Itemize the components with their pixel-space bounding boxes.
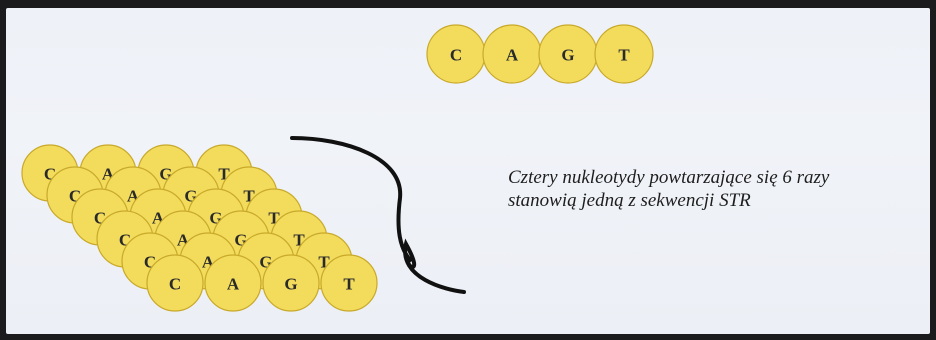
nucleotide-disc [320, 254, 378, 312]
nucleotide-letter: C [450, 46, 462, 65]
nucleotide-letter: T [618, 46, 630, 65]
nucleotide-A-top-1: A [482, 24, 542, 84]
nucleotide-T-top-3: T [594, 24, 654, 84]
curly-brace-icon [290, 136, 466, 294]
nucleotide-disc [262, 254, 320, 312]
caption: Cztery nukleotydy powtarzające się 6 raz… [508, 166, 928, 212]
nucleotide-disc [594, 24, 654, 84]
nucleotide-disc [204, 254, 262, 312]
nucleotide-letter: A [506, 46, 519, 65]
nucleotide-T-row5-3: T [320, 254, 378, 312]
nucleotide-G-row5-2: G [262, 254, 320, 312]
nucleotide-letter: C [169, 275, 181, 294]
nucleotide-letter: G [284, 275, 297, 294]
nucleotide-C-top-0: C [426, 24, 486, 84]
nucleotide-C-row5-0: C [146, 254, 204, 312]
caption-line-2: stanowią jedną z sekwencji STR [508, 190, 751, 211]
nucleotide-A-row5-1: A [204, 254, 262, 312]
nucleotide-disc [146, 254, 204, 312]
caption-line-1: Cztery nukleotydy powtarzające się 6 raz… [508, 167, 830, 188]
nucleotide-letter: T [343, 275, 355, 294]
nucleotide-letter: G [561, 46, 574, 65]
nucleotide-G-top-2: G [538, 24, 598, 84]
nucleotide-letter: A [227, 275, 240, 294]
